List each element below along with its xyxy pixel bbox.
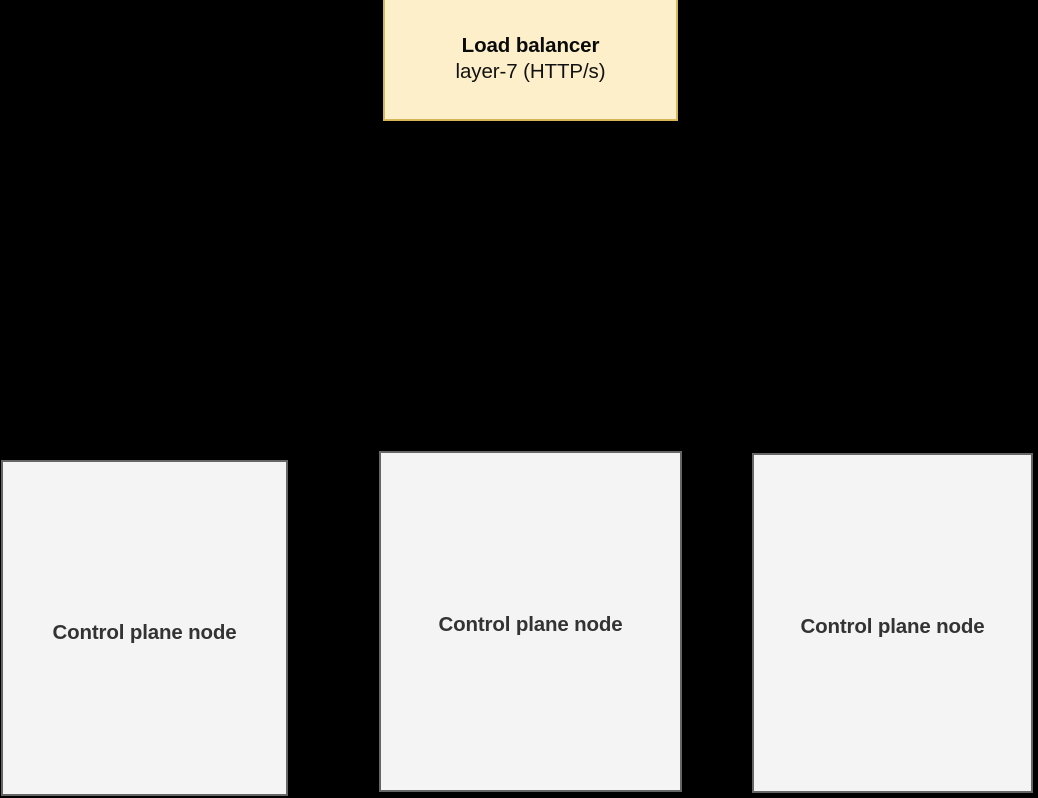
control-plane-node-2-label: Control plane node bbox=[438, 613, 623, 636]
control-plane-node-3[interactable]: Control plane node bbox=[752, 453, 1033, 793]
control-plane-node-2[interactable]: Control plane node bbox=[379, 451, 682, 792]
control-plane-node-1[interactable]: Control plane node bbox=[1, 460, 288, 796]
load-balancer-subtitle: layer-7 (HTTP/s) bbox=[455, 59, 606, 83]
load-balancer-title: Load balancer bbox=[461, 34, 600, 58]
control-plane-node-3-label: Control plane node bbox=[800, 615, 985, 638]
load-balancer-node[interactable]: Load balancer layer-7 (HTTP/s) bbox=[383, 0, 678, 121]
control-plane-node-1-label: Control plane node bbox=[52, 621, 237, 644]
